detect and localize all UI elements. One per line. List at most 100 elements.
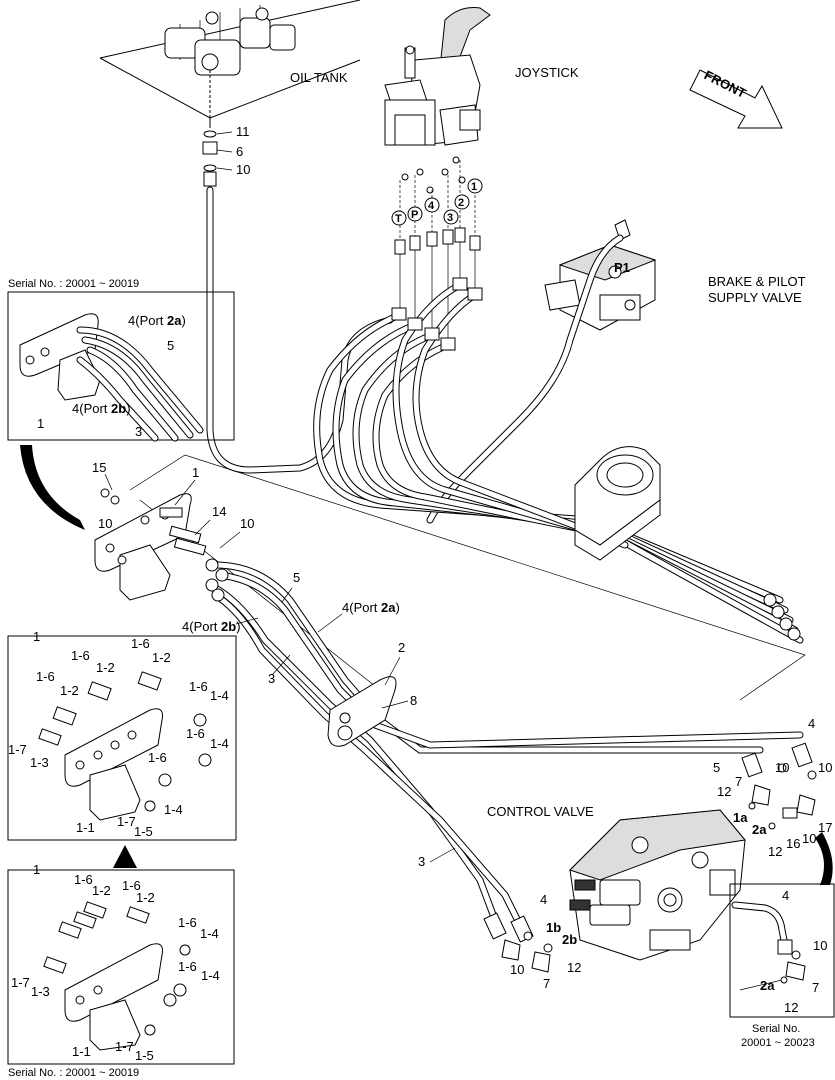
brake-pilot-label-line1: BRAKE & PILOT — [708, 274, 806, 289]
inset-bottom-label-3: 1-6 — [122, 878, 141, 893]
callout-6: 6 — [236, 144, 243, 159]
control-valve — [569, 809, 746, 961]
inset-right-12: 12 — [784, 1000, 798, 1015]
svg-text:2: 2 — [458, 197, 464, 209]
callout-7-lower: 7 — [543, 976, 550, 991]
circled-port-2: 2 — [454, 194, 470, 210]
inset-middle-label-14: 1-4 — [164, 802, 183, 817]
inset-bottom-label-6: 1-4 — [200, 926, 219, 941]
callout-5: 5 — [293, 570, 300, 585]
svg-text:4: 4 — [428, 200, 435, 212]
callout-10-right-c: 10 — [802, 831, 816, 846]
front-arrow-icon: FRONT — [689, 67, 783, 129]
serial-right-label-line1: Serial No. — [752, 1023, 800, 1035]
callout-3: 3 — [268, 671, 275, 686]
circled-port-3: 3 — [443, 209, 459, 225]
circled-port-4: 4 — [424, 197, 440, 213]
pilot-hose-bundle — [313, 277, 804, 644]
inset-top-4-port-2b: 4(Port 2b) — [72, 401, 131, 416]
inset-bottom-label-12: 1-5 — [135, 1048, 154, 1063]
inset-bottom — [7, 869, 235, 1065]
inset-middle-drawing — [38, 671, 212, 821]
callout-11: 11 — [236, 124, 250, 139]
callout-5-right: 5 — [713, 760, 720, 775]
inset-middle-label-5: 1-6 — [36, 669, 55, 684]
inset-top-drawing — [19, 313, 204, 442]
inset-right-7: 7 — [812, 980, 819, 995]
curved-arrow-top — [20, 445, 85, 530]
callout-4-lower: 4 — [540, 892, 547, 907]
inset-middle-label-3: 1-6 — [131, 636, 150, 651]
oil-tank-label: OIL TANK — [290, 70, 348, 85]
callout-2a: 2a — [752, 822, 767, 837]
inset-middle-label-1: 1-6 — [71, 648, 90, 663]
inset-middle-label-8: 1-4 — [210, 688, 229, 703]
callout-2b: 2b — [562, 932, 577, 947]
inset-middle-label-4: 1-2 — [152, 650, 171, 665]
clamp-2 — [327, 676, 397, 747]
callout-3-lower: 3 — [418, 854, 425, 869]
inset-middle-label-12: 1-3 — [30, 755, 49, 770]
triangle-pointer-icon — [113, 845, 137, 868]
svg-text:3: 3 — [447, 212, 453, 224]
inset-middle-label-13: 1-6 — [148, 750, 167, 765]
inset-bottom-label-5: 1-6 — [178, 915, 197, 930]
inset-bottom-label-8: 1-4 — [201, 968, 220, 983]
callout-4-right: 4 — [808, 716, 815, 731]
callout-1: 1 — [192, 465, 199, 480]
svg-text:T: T — [395, 213, 402, 225]
inset-top — [7, 291, 235, 441]
inset-bottom-drawing — [43, 901, 191, 1051]
inset-right-drawing — [731, 901, 806, 991]
svg-text:P: P — [411, 209, 418, 221]
callout-10-lower: 10 — [510, 962, 524, 977]
curved-arrow-right — [815, 832, 833, 885]
inset-middle-label-11: 1-7 — [8, 742, 27, 757]
inset-middle-label-6: 1-2 — [60, 683, 79, 698]
inset-right-4: 4 — [782, 888, 789, 903]
inset-bottom-label-1: 1-6 — [74, 872, 93, 887]
inset-middle-label-17: 1-1 — [76, 820, 95, 835]
inset-middle-label-16: 1-5 — [134, 824, 153, 839]
lower-hose-fittings — [483, 912, 553, 973]
inset-top-1: 1 — [37, 416, 44, 431]
circled-port-P: P — [407, 206, 423, 222]
callout-10-left: 10 — [98, 516, 112, 531]
callout-2: 2 — [398, 640, 405, 655]
inset-middle-label-9: 1-6 — [186, 726, 205, 741]
inset-bottom-label-13: 1-1 — [72, 1044, 91, 1059]
joystick-fittings — [394, 156, 481, 340]
brake-pilot-supply-valve — [544, 219, 657, 331]
callout-17: 17 — [818, 820, 832, 835]
control-valve-label: CONTROL VALVE — [487, 804, 594, 819]
serial-bottom-label: Serial No. : 20001 ~ 20019 — [8, 1067, 139, 1079]
callout-12-right-b: 12 — [768, 844, 782, 859]
joystick-label: JOYSTICK — [515, 65, 579, 80]
hose-clamp-bracket — [574, 446, 661, 561]
callout-1b: 1b — [546, 920, 561, 935]
callout-1a: 1a — [733, 810, 748, 825]
serial-top-label: Serial No. : 20001 ~ 20019 — [8, 278, 139, 290]
inset-bottom-label-4: 1-2 — [136, 890, 155, 905]
inset-top-4-port-2a: 4(Port 2a) — [128, 313, 186, 328]
callout-10-right: 10 — [240, 516, 254, 531]
serial-right-label-line2: 20001 ~ 20023 — [741, 1037, 815, 1049]
callout-12-lower: 12 — [567, 960, 581, 975]
callout-16: 16 — [786, 836, 800, 851]
inset-bottom-label-2: 1-2 — [92, 883, 111, 898]
hose-bracket-1 — [94, 488, 207, 601]
svg-text:1: 1 — [471, 181, 477, 193]
inset-middle-label-2: 1-2 — [96, 660, 115, 675]
callout-4-port-2a: 4(Port 2a) — [342, 600, 400, 615]
inset-right-10: 10 — [813, 938, 827, 953]
inset-middle-label-10: 1-4 — [210, 736, 229, 751]
callout-10-right-a: 10 — [775, 760, 789, 775]
inset-middle-label-15: 1-7 — [117, 814, 136, 829]
callout-8: 8 — [410, 693, 417, 708]
p1-port-label: P1 — [614, 260, 630, 275]
callout-10: 10 — [236, 162, 250, 177]
brake-pilot-label-line2: SUPPLY VALVE — [708, 290, 802, 305]
inset-middle — [7, 635, 237, 841]
inset-bottom-label-10: 1-3 — [31, 984, 50, 999]
